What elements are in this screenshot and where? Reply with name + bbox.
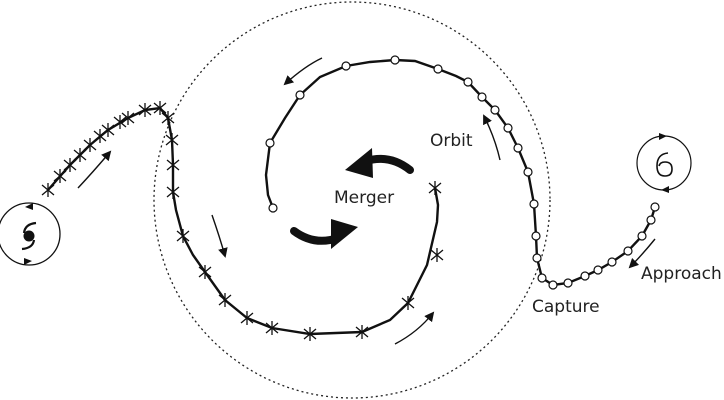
cross-marker: [161, 111, 175, 125]
orbit-label: Orbit: [430, 131, 473, 151]
cross-marker: [153, 101, 167, 115]
cross-marker: [430, 248, 444, 262]
cross-marker: [138, 103, 152, 117]
circle-marker: [390, 55, 400, 65]
circle-marker: [623, 246, 633, 256]
cross-marker: [73, 148, 87, 162]
circle-marker: [513, 143, 523, 153]
cross-marker: [218, 293, 232, 307]
arrow-left-inner: [394, 311, 435, 345]
circle-marker: [529, 199, 539, 209]
circle-marker: [341, 61, 351, 71]
cyclone-icon: [0, 202, 61, 266]
cross-marker: [428, 181, 442, 195]
circle-marker: [503, 123, 513, 133]
right-vortex-track: [264, 58, 657, 287]
circle-marker: [537, 273, 547, 283]
circle-marker: [637, 231, 647, 241]
cross-marker: [41, 183, 55, 197]
cross-marker: [355, 325, 369, 339]
arrow-left-descent: [211, 214, 228, 258]
cross-marker: [240, 311, 254, 325]
cross-marker: [165, 133, 179, 147]
cross-marker: [401, 296, 415, 310]
interaction-boundary-circle: [153, 1, 551, 399]
circle-marker: [593, 265, 603, 275]
circle-marker: [607, 257, 617, 267]
circle-marker: [532, 253, 542, 263]
left-track-cross-markers: [41, 101, 444, 341]
circle-marker: [563, 278, 573, 288]
circle-marker: [646, 215, 656, 225]
cross-marker: [101, 123, 115, 137]
cross-marker: [63, 158, 77, 172]
circle-marker: [548, 280, 558, 290]
arrow-right-top: [283, 57, 323, 86]
cross-marker: [176, 229, 190, 243]
circle-marker: [531, 231, 541, 241]
circle-marker: [523, 167, 533, 177]
circle-marker: [490, 105, 500, 115]
cross-marker: [166, 185, 180, 199]
merger-label: Merger: [334, 188, 394, 208]
spiral-six-icon: [636, 133, 692, 193]
circle-marker: [463, 77, 473, 87]
arrow-right-orbit: [483, 114, 501, 161]
right-track-circle-markers: [265, 55, 660, 290]
cross-marker: [166, 158, 180, 172]
circle-marker: [268, 203, 278, 213]
circle-marker: [477, 92, 487, 102]
merger-rotation-icon: [290, 148, 414, 249]
circle-marker: [265, 138, 275, 148]
cross-marker: [303, 327, 317, 341]
left-vortex-track: [47, 106, 440, 336]
arrow-left-approach: [77, 150, 112, 189]
circle-marker: [580, 271, 590, 281]
capture-label: Capture: [532, 297, 600, 317]
circle-marker: [433, 64, 443, 74]
cross-marker: [121, 111, 135, 125]
cross-marker: [265, 321, 279, 335]
cross-marker: [198, 265, 212, 279]
circle-marker: [650, 202, 660, 212]
cross-marker: [113, 115, 127, 129]
cross-marker: [83, 138, 97, 152]
arrow-right-approach: [628, 238, 656, 269]
approach-label: Approach: [641, 264, 722, 284]
circle-marker: [295, 90, 305, 100]
cross-marker: [53, 169, 67, 183]
